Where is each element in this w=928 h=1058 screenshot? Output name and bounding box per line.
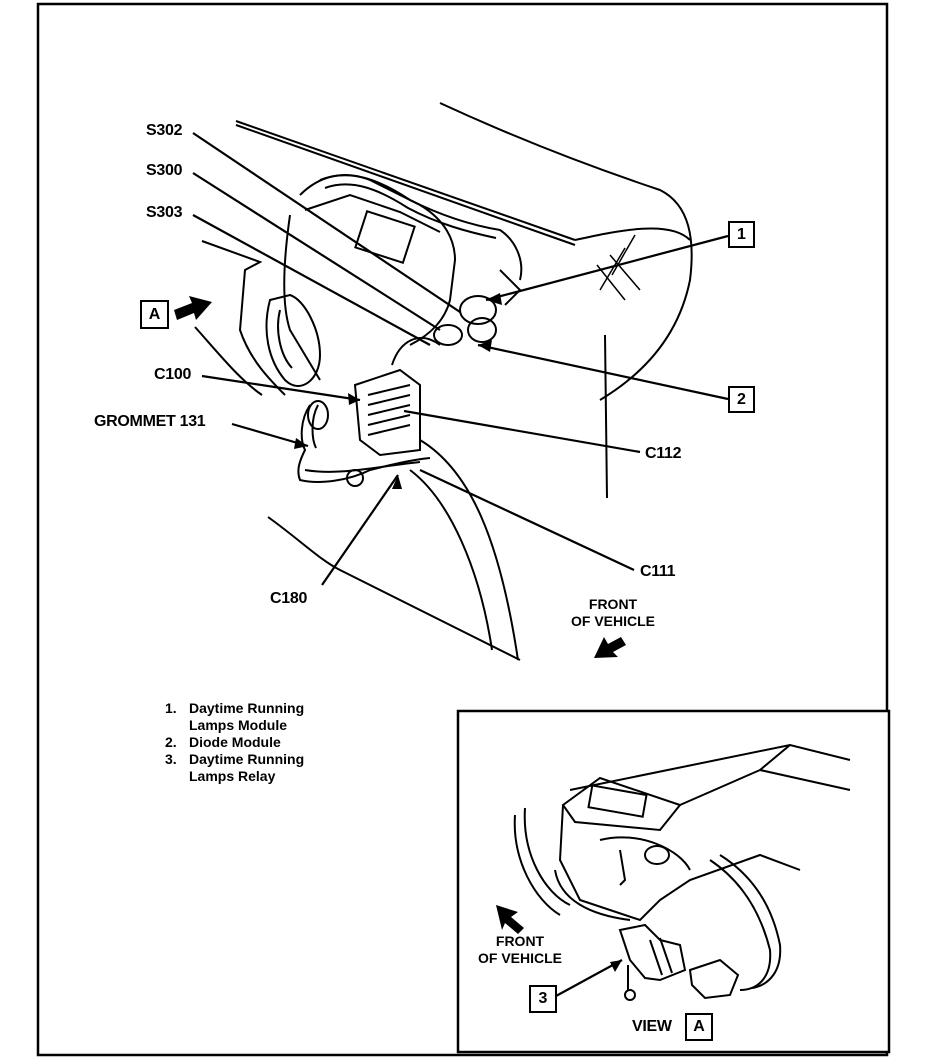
legend-item-number: 3. (165, 751, 177, 767)
front-arrow-inset (496, 905, 524, 934)
legend-item: 3. Daytime Running Lamps Relay (165, 751, 304, 785)
label-s302: S302 (146, 122, 183, 139)
legend-item-line2: Lamps Module (189, 717, 288, 733)
inset-frame (456, 709, 891, 1054)
legend-item-line1: Diode Module (189, 734, 281, 750)
front-of-vehicle-main-line1: FRONT (588, 596, 638, 612)
front-of-vehicle-inset-line2: OF VEHICLE (477, 950, 562, 966)
arrowheads (294, 293, 622, 972)
callout-box-2: 2 (728, 386, 755, 413)
legend-item: 2. Diode Module (165, 734, 304, 751)
front-of-vehicle-main-line2: OF VEHICLE (570, 613, 655, 629)
label-c111: C111 (640, 563, 676, 580)
callout-box-1: 1 (728, 221, 755, 248)
label-s300: S300 (146, 162, 183, 179)
inset-illustration (513, 743, 851, 1001)
legend-item-line1: Daytime Running (189, 751, 305, 767)
front-of-vehicle-main: FRONT OF VEHICLE (565, 596, 661, 630)
callout-box-3: 3 (529, 985, 557, 1013)
front-arrow-main (594, 637, 626, 658)
main-illustration (194, 102, 693, 661)
view-a-marker-box: A (685, 1013, 713, 1041)
callout-box-a: A (140, 300, 169, 329)
legend-item-number: 2. (165, 734, 177, 750)
label-grommet-131: GROMMET 131 (94, 413, 206, 430)
view-a-arrow (174, 296, 212, 320)
label-s303: S303 (146, 204, 183, 221)
outer-frame (36, 2, 889, 1057)
legend: 1. Daytime Running Lamps Module 2. Diode… (165, 700, 304, 785)
view-label: VIEW (632, 1018, 672, 1035)
legend-item-number: 1. (165, 700, 177, 716)
label-c112: C112 (645, 445, 682, 462)
legend-item-line1: Daytime Running (189, 700, 305, 716)
front-of-vehicle-inset: FRONT OF VEHICLE (472, 933, 568, 967)
label-c100: C100 (154, 366, 192, 383)
label-c180: C180 (270, 590, 308, 607)
leader-lines (192, 132, 729, 997)
legend-item: 1. Daytime Running Lamps Module (165, 700, 304, 734)
legend-item-line2: Lamps Relay (189, 768, 276, 784)
front-of-vehicle-inset-line1: FRONT (495, 933, 545, 949)
